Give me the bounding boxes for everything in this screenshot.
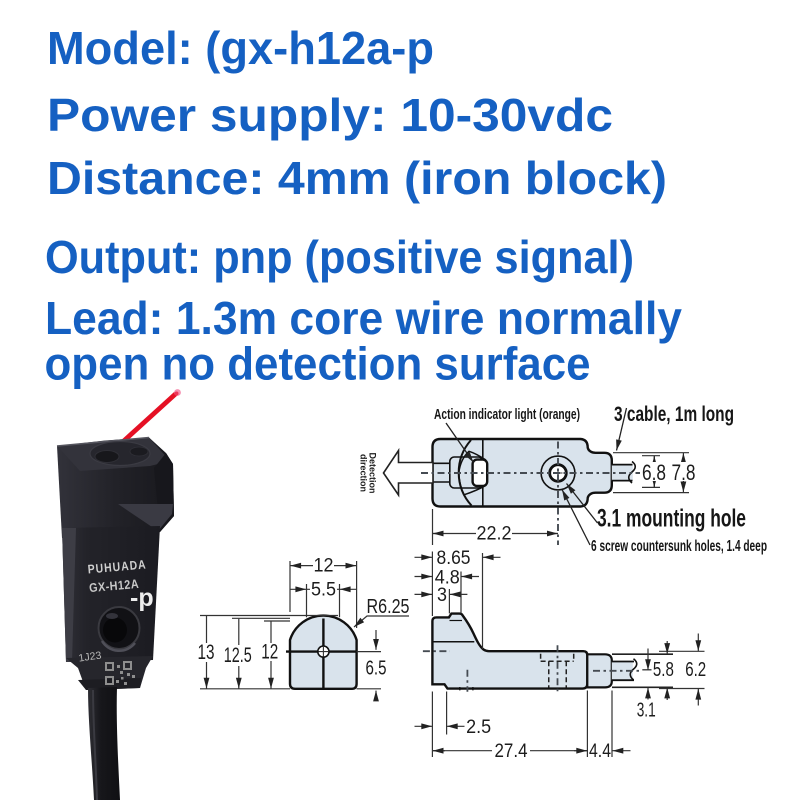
svg-text:2.5: 2.5 bbox=[466, 717, 491, 738]
svg-text:open no detection surface: open no detection surface bbox=[45, 338, 591, 390]
svg-text:Model: (gx-h12a-p: Model: (gx-h12a-p bbox=[47, 22, 434, 74]
svg-text:22.2: 22.2 bbox=[477, 524, 512, 545]
svg-text:8.65: 8.65 bbox=[437, 548, 471, 569]
svg-text:3.1: 3.1 bbox=[637, 700, 656, 722]
svg-text:6 screw countersunk holes, 1.4: 6 screw countersunk holes, 1.4 deep bbox=[591, 538, 767, 555]
svg-text:3: 3 bbox=[437, 585, 447, 606]
svg-text:6.8: 6.8 bbox=[642, 460, 666, 485]
svg-text:R6.25: R6.25 bbox=[367, 596, 410, 618]
svg-text:12.5: 12.5 bbox=[224, 644, 252, 667]
svg-text:27.4: 27.4 bbox=[495, 741, 528, 762]
svg-text:6.2: 6.2 bbox=[685, 659, 706, 681]
svg-text:6.5: 6.5 bbox=[366, 658, 387, 680]
svg-text:Detection: Detection bbox=[368, 453, 378, 494]
svg-text:7.8: 7.8 bbox=[672, 460, 696, 485]
svg-text:Output: pnp (positive signal): Output: pnp (positive signal) bbox=[45, 231, 634, 283]
svg-text:5.8: 5.8 bbox=[653, 659, 674, 681]
svg-text:direction: direction bbox=[359, 454, 369, 492]
svg-text:Power supply: 10-30vdc: Power supply: 10-30vdc bbox=[47, 89, 613, 141]
svg-text:13: 13 bbox=[198, 641, 215, 664]
svg-text:3.1 mounting hole: 3.1 mounting hole bbox=[597, 505, 746, 533]
svg-text:4.4: 4.4 bbox=[589, 741, 611, 762]
svg-text:1J23: 1J23 bbox=[78, 649, 103, 664]
svg-text:4.8: 4.8 bbox=[435, 567, 460, 588]
svg-text:PUHUADA: PUHUADA bbox=[87, 557, 147, 576]
svg-text:12: 12 bbox=[314, 556, 334, 577]
svg-text:5.5: 5.5 bbox=[311, 580, 336, 601]
svg-text:Lead: 1.3m core wire normally: Lead: 1.3m core wire normally bbox=[45, 292, 682, 344]
svg-text:-p: -p bbox=[130, 584, 154, 612]
svg-text:GX-H12A: GX-H12A bbox=[89, 577, 140, 595]
svg-text:12: 12 bbox=[261, 641, 278, 664]
svg-text:3 cable, 1m long: 3 cable, 1m long bbox=[614, 403, 734, 426]
svg-text:Action indicator light (orange: Action indicator light (orange) bbox=[434, 406, 580, 423]
svg-text:Distance: 4mm (iron block): Distance: 4mm (iron block) bbox=[47, 152, 667, 204]
